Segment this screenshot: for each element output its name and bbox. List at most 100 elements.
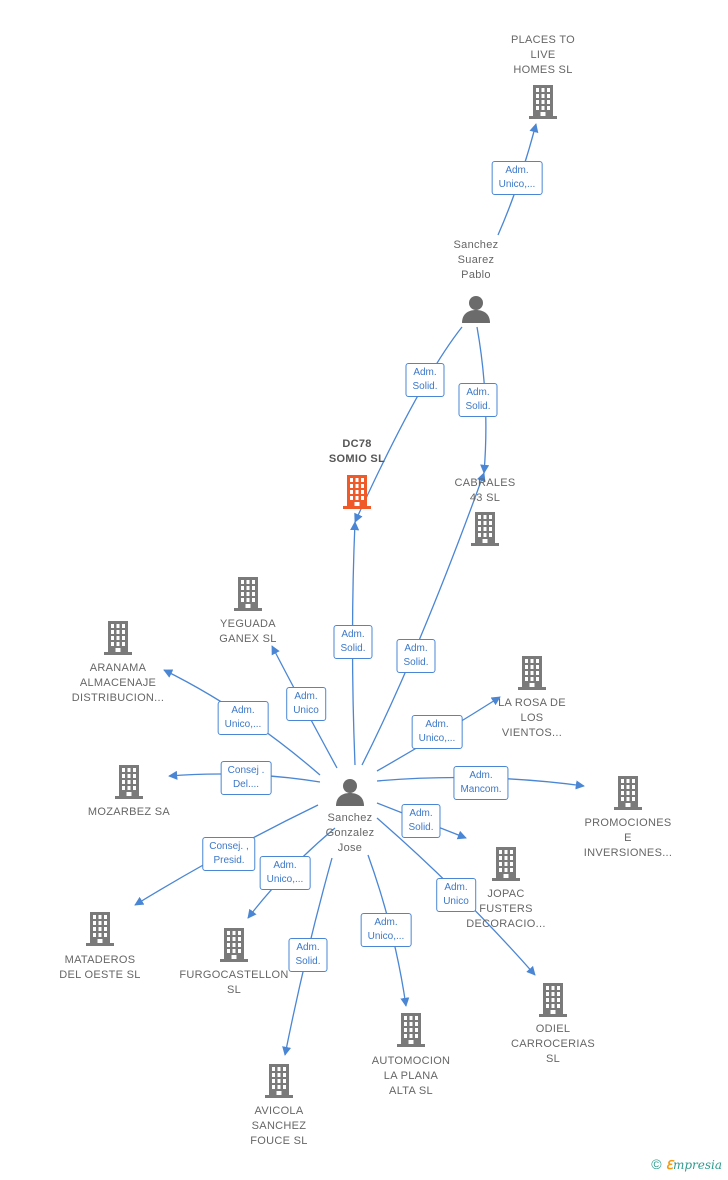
edge-sanchez-gonzalez-to-cabrales: [361, 472, 486, 766]
node-label-line: HOMES SL: [513, 64, 573, 76]
building-icon[interactable]: [528, 85, 558, 124]
role-label[interactable]: Adm.Solid.: [396, 639, 436, 673]
building-icon[interactable]: [491, 847, 521, 886]
company-node-jopac[interactable]: JOPAC FUSTERS DECORACIO...: [466, 887, 545, 932]
role-label-line: Adm.: [341, 629, 365, 640]
role-label-line: Adm.: [374, 917, 398, 928]
role-label[interactable]: Adm.Unico,...: [411, 715, 463, 749]
building-icon[interactable]: [396, 1013, 426, 1052]
node-label-line: FOUCE SL: [250, 1135, 308, 1147]
role-label[interactable]: Adm.Solid.: [405, 363, 445, 397]
role-label-line: Adm.: [409, 808, 433, 819]
role-label[interactable]: Adm.Mancom.: [453, 766, 509, 800]
node-label-line: MATADEROS: [64, 954, 136, 966]
building-icon[interactable]: [264, 1064, 294, 1103]
node-label-line: JOPAC: [487, 888, 525, 900]
building-icon[interactable]: [233, 577, 263, 616]
copyright-notice[interactable]: ©ℇmpresia: [651, 1156, 722, 1172]
role-label[interactable]: Adm.Solid.: [333, 625, 373, 659]
building-icon[interactable]: [538, 983, 568, 1022]
copyright-icon: ©: [651, 1156, 662, 1172]
company-node-mozarbez[interactable]: MOZARBEZ SA: [88, 805, 170, 820]
building-icon[interactable]: [219, 928, 249, 967]
company-node-promociones[interactable]: PROMOCIONES E INVERSIONES...: [584, 816, 673, 861]
role-label[interactable]: Adm. Unico: [436, 878, 476, 912]
node-label-line: DEL OESTE SL: [59, 969, 141, 981]
company-node-mataderos[interactable]: MATADEROS DEL OESTE SL: [59, 953, 140, 983]
node-label-line: FUSTERS: [479, 903, 533, 915]
building-icon[interactable]: [342, 475, 372, 514]
role-label[interactable]: Adm. Unico,...: [360, 913, 412, 947]
role-label-line: Unico,...: [367, 931, 405, 942]
node-label-line: DECORACIO...: [466, 918, 546, 930]
node-label-line: LIVE: [530, 49, 556, 61]
role-label-line: Solid.: [408, 822, 434, 833]
node-label-line: SOMIO SL: [328, 453, 386, 465]
role-label[interactable]: Adm.Unico: [286, 687, 326, 721]
node-label-line: Jose: [337, 842, 363, 854]
role-label-line: Adm.: [294, 691, 318, 702]
role-label-line: Del....: [232, 779, 260, 790]
role-label-line: Adm.: [505, 165, 529, 176]
node-label-line: LOS: [520, 712, 544, 724]
node-label-line: PROMOCIONES: [584, 817, 672, 829]
node-label-line: E: [624, 832, 632, 844]
role-label-line: Adm.: [466, 387, 490, 398]
building-icon[interactable]: [613, 776, 643, 815]
node-label-line: 43 SL: [469, 492, 501, 504]
role-label-line: Adm.: [413, 367, 437, 378]
role-label-line: Consej. ,: [209, 841, 249, 852]
role-label[interactable]: Consej. ,Presid.: [202, 837, 256, 871]
role-label[interactable]: Adm.Unico,...: [259, 856, 311, 890]
person-icon[interactable]: [461, 294, 491, 329]
building-icon[interactable]: [517, 656, 547, 695]
node-label-line: Suarez: [457, 254, 495, 266]
building-icon[interactable]: [114, 765, 144, 804]
building-icon[interactable]: [470, 512, 500, 551]
role-label-line: Adm.: [444, 882, 468, 893]
person-icon[interactable]: [335, 777, 365, 812]
node-label-line: Sanchez: [327, 812, 373, 824]
building-icon[interactable]: [85, 912, 115, 951]
node-label-line: CARROCERIAS: [511, 1038, 595, 1050]
node-label-line: ALMACENAJE: [79, 677, 157, 689]
role-label[interactable]: Adm. Solid.: [401, 804, 441, 838]
node-label-line: INVERSIONES...: [583, 847, 673, 859]
node-label-line: VIENTOS...: [501, 727, 563, 739]
role-label-line: Unico: [443, 896, 469, 907]
building-icon[interactable]: [103, 621, 133, 660]
role-label[interactable]: Adm.Unico,...: [217, 701, 269, 735]
node-label-line: GANEX SL: [219, 633, 277, 645]
node-label-line: Pablo: [461, 269, 491, 281]
node-label-line: DISTRIBUCION...: [71, 692, 165, 704]
role-label[interactable]: Adm.Solid.: [288, 938, 328, 972]
role-label[interactable]: Consej .Del....: [220, 761, 272, 795]
role-label[interactable]: Adm.Unico,...: [491, 161, 543, 195]
node-label: MATADEROS DEL OESTE SL: [59, 953, 140, 983]
role-label[interactable]: Adm.Solid.: [458, 383, 498, 417]
